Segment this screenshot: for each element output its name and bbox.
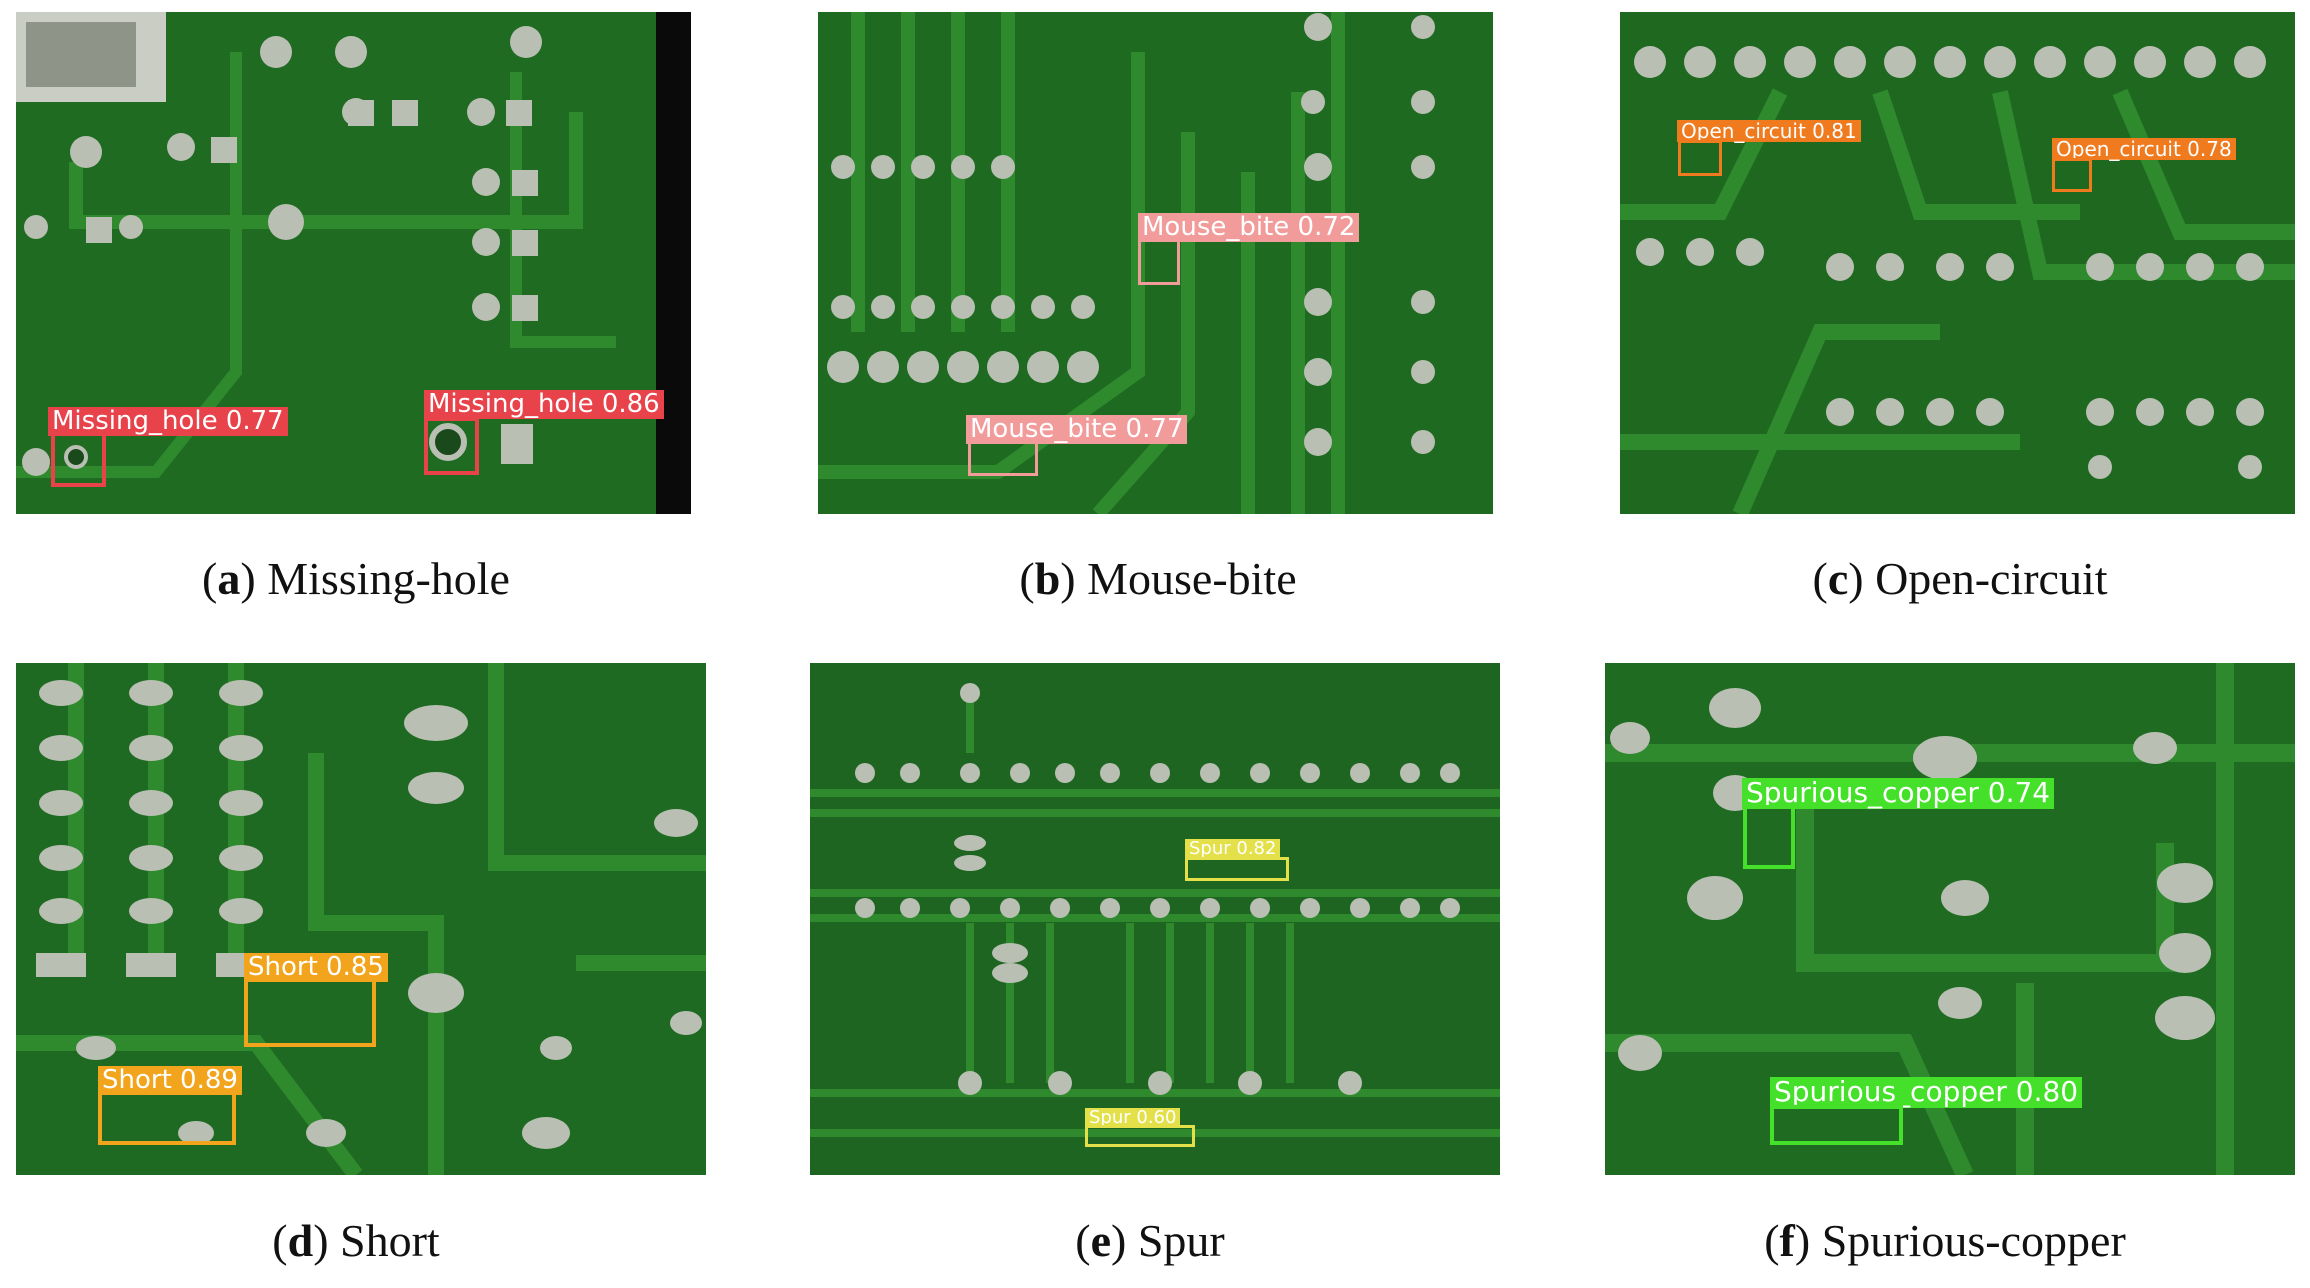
detection-label: Short 0.85: [244, 953, 388, 982]
pcb-image: [1620, 12, 2295, 514]
pcb-image: [810, 663, 1500, 1175]
caption-f: (f) Spurious-copper: [1764, 1215, 2126, 1266]
detection-box: [968, 440, 1038, 476]
panel-d-image: Short 0.85 Short 0.89: [16, 663, 706, 1175]
detection-label: Open_circuit 0.78: [2052, 138, 2236, 160]
detection-box: [1085, 1125, 1195, 1147]
detection-label: Spurious_copper 0.80: [1770, 1076, 2083, 1108]
detection-box: [1770, 1105, 1903, 1145]
detection-box: [1743, 805, 1795, 869]
panel-e-image: Spur 0.82 Spur 0.60: [810, 663, 1500, 1175]
detection-label: Spur 0.60: [1085, 1108, 1181, 1128]
detection-label: Missing_hole 0.77: [48, 407, 288, 436]
pcb-image: [16, 12, 691, 514]
detection-box: [1138, 237, 1180, 285]
detection-box: [51, 432, 106, 487]
detection-label: Missing_hole 0.86: [424, 390, 664, 419]
panel-a-image: Missing_hole 0.77 Missing_hole 0.86: [16, 12, 691, 514]
detection-box: [2052, 158, 2092, 192]
detection-box: [98, 1091, 236, 1145]
caption-e: (e) Spur: [1075, 1215, 1225, 1266]
detection-label: Mouse_bite 0.72: [1138, 213, 1360, 242]
panel-f-image: Spurious_copper 0.74 Spurious_copper 0.8…: [1605, 663, 2295, 1175]
detection-label: Mouse_bite 0.77: [966, 415, 1188, 444]
detection-label: Spur 0.82: [1185, 839, 1281, 859]
caption-d: (d) Short: [272, 1215, 440, 1266]
detection-label: Spurious_copper 0.74: [1742, 777, 2055, 809]
panel-c-image: Open_circuit 0.81 Open_circuit 0.78: [1620, 12, 2295, 514]
panel-b-image: Mouse_bite 0.72 Mouse_bite 0.77: [818, 12, 1493, 514]
caption-c: (c) Open-circuit: [1812, 553, 2108, 604]
detection-box: [1678, 140, 1722, 176]
detection-box: [244, 977, 376, 1047]
pcb-image: [1605, 663, 2295, 1175]
detection-box: [424, 417, 479, 475]
caption-b: (b) Mouse-bite: [1019, 553, 1297, 604]
detection-label: Open_circuit 0.81: [1677, 120, 1861, 142]
caption-a: (a) Missing-hole: [202, 553, 510, 604]
detection-box: [1185, 857, 1289, 881]
detection-label: Short 0.89: [98, 1066, 242, 1095]
